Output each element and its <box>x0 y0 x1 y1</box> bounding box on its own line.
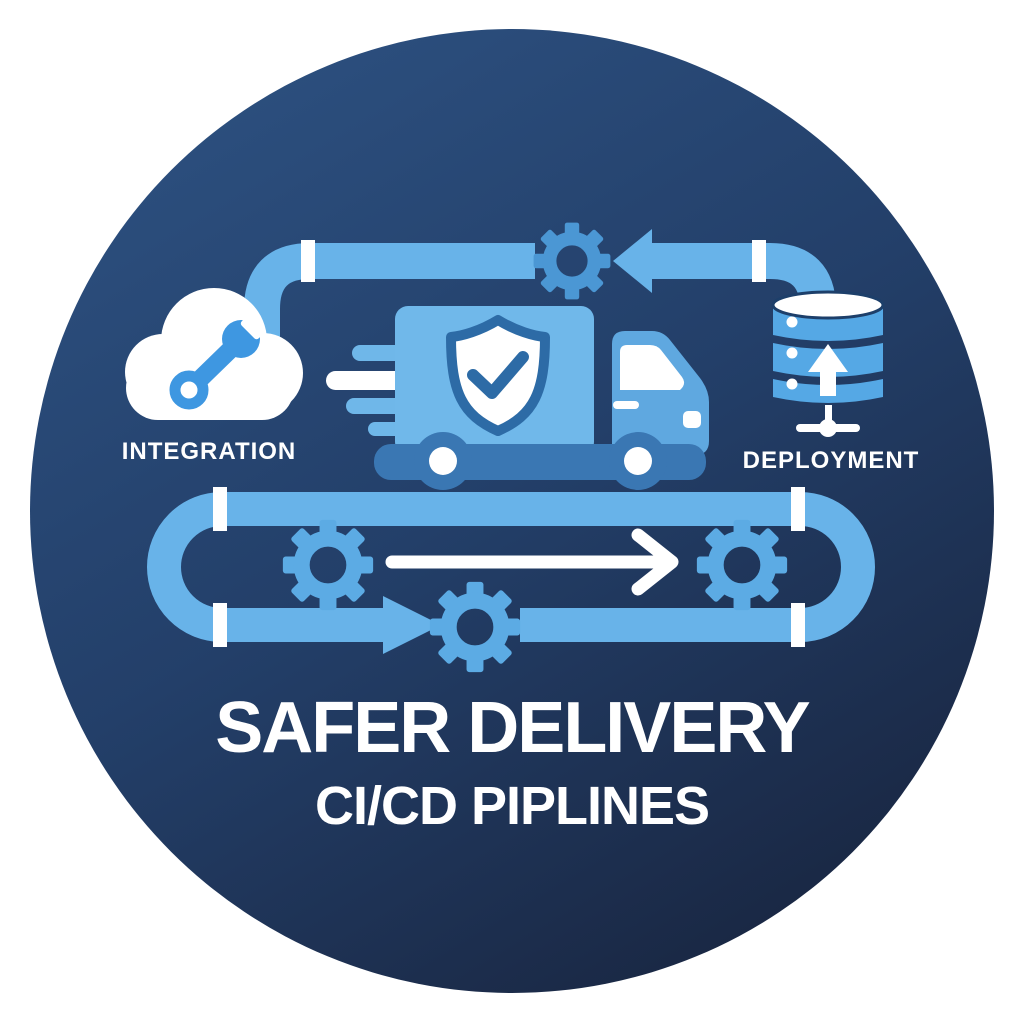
loop-left-cap <box>147 492 223 642</box>
loop-right-cap <box>799 492 875 642</box>
pipe-joint <box>213 603 227 647</box>
database-top <box>771 290 885 320</box>
badge-title: SAFER DELIVERY <box>215 688 809 768</box>
database-upload-icon <box>771 290 885 437</box>
pipe-joint <box>301 240 315 282</box>
integration-label: INTEGRATION <box>122 438 297 465</box>
truck-wheel <box>609 432 667 490</box>
wrench-icon <box>169 314 266 410</box>
pipe-joint <box>213 487 227 531</box>
truck-window <box>620 345 685 390</box>
checkmark-icon <box>467 351 529 399</box>
left-arrowhead-icon <box>613 229 652 293</box>
database-dot <box>786 378 798 390</box>
database-dot <box>786 316 798 328</box>
upload-arrow-icon <box>808 344 848 396</box>
cloud-icon <box>125 288 303 420</box>
flow-arrow-icon <box>385 528 679 596</box>
deployment-label: DEPLOYMENT <box>743 447 920 474</box>
database-dot <box>786 347 798 359</box>
pipe-arrowhead-icon <box>383 596 441 654</box>
truck-wheel <box>414 432 472 490</box>
delivery-truck-shield-icon <box>326 306 709 490</box>
loop-pipeline <box>147 487 875 654</box>
pipe-joint <box>752 240 766 282</box>
cloud-wrench-icon <box>125 288 303 420</box>
badge-subtitle: CI/CD PIPLINES <box>315 776 709 836</box>
truck-door-handle <box>613 401 639 409</box>
shield-icon <box>446 315 550 436</box>
pipe-joint <box>791 603 805 647</box>
pipe-joint <box>791 487 805 531</box>
network-node-icon <box>796 405 860 437</box>
truck-headlight <box>683 411 701 428</box>
